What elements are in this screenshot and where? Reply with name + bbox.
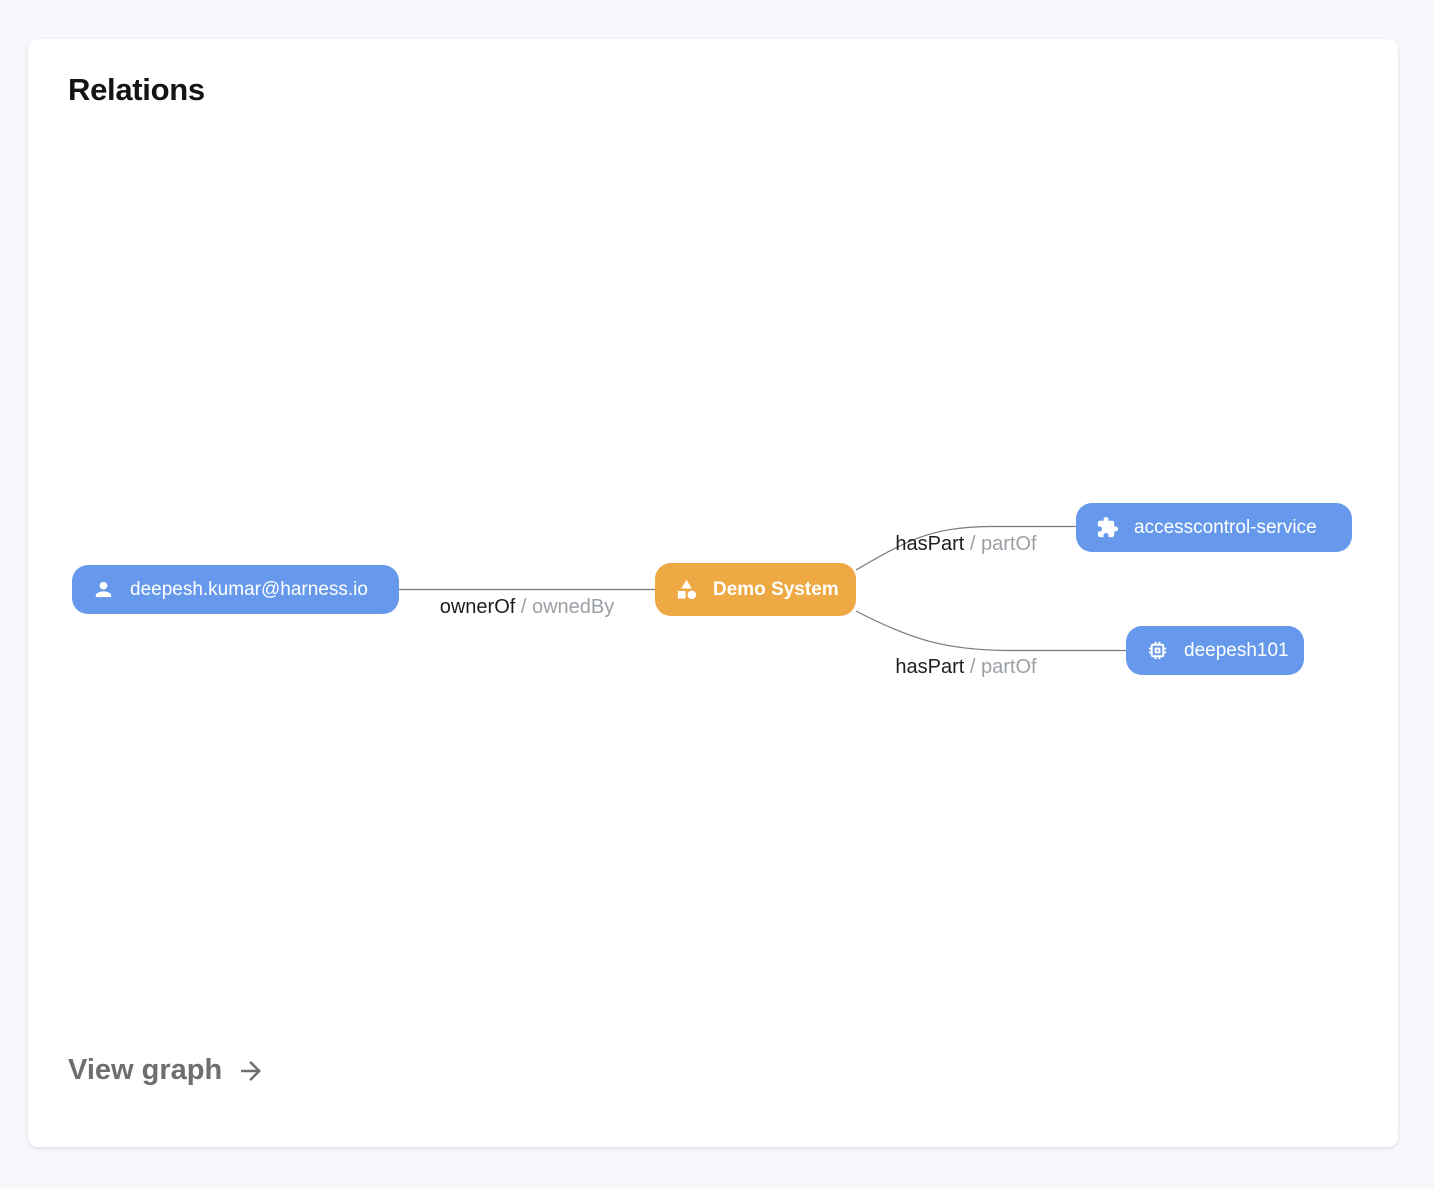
view-graph-link[interactable]: View graph <box>68 1054 266 1087</box>
node-accesscontrol-service[interactable]: accesscontrol-service <box>1076 503 1352 552</box>
node-accesscontrol-service-label: accesscontrol-service <box>1134 516 1317 538</box>
puzzle-piece-icon-svg <box>1097 516 1119 538</box>
card-title: Relations <box>68 72 205 107</box>
edge-label-separator: / <box>515 596 532 618</box>
view-graph-label: View graph <box>68 1054 223 1086</box>
edge-label-separator: / <box>964 533 982 555</box>
chip-icon-svg <box>1148 641 1167 660</box>
node-deepesh101-label: deepesh101 <box>1184 639 1289 661</box>
person-icon-svg <box>95 581 112 598</box>
edge-label-haspart-bottom: hasPart / partOf <box>856 656 1076 679</box>
edge-label-secondary: partOf <box>981 656 1037 678</box>
node-user[interactable]: deepesh.kumar@harness.io <box>72 565 399 614</box>
category-shapes-icon <box>675 578 698 601</box>
node-user-label: deepesh.kumar@harness.io <box>130 578 368 600</box>
puzzle-piece-icon <box>1096 516 1119 539</box>
edge-label-ownerof: ownerOf / ownedBy <box>399 596 655 619</box>
edge-label-primary: hasPart <box>895 533 965 555</box>
edge-label-secondary: ownedBy <box>531 596 615 618</box>
chip-icon <box>1146 639 1169 662</box>
edge-label-separator: / <box>964 656 982 678</box>
edge-label-secondary: partOf <box>981 533 1037 555</box>
node-demo-system-label: Demo System <box>713 578 839 600</box>
edge-haspart-bottom-line <box>855 610 1126 652</box>
node-deepesh101[interactable]: deepesh101 <box>1126 626 1304 675</box>
edge-label-primary: hasPart <box>895 656 965 678</box>
arrow-right-icon <box>241 1060 262 1081</box>
category-shapes-icon-svg <box>677 579 697 600</box>
person-icon <box>92 578 115 601</box>
node-demo-system[interactable]: Demo System <box>655 563 856 616</box>
edge-label-haspart-top: hasPart / partOf <box>856 533 1076 556</box>
edge-label-primary: ownerOf <box>439 596 516 618</box>
relations-card: Relations deepesh.kumar@harness.io Demo … <box>28 39 1398 1147</box>
